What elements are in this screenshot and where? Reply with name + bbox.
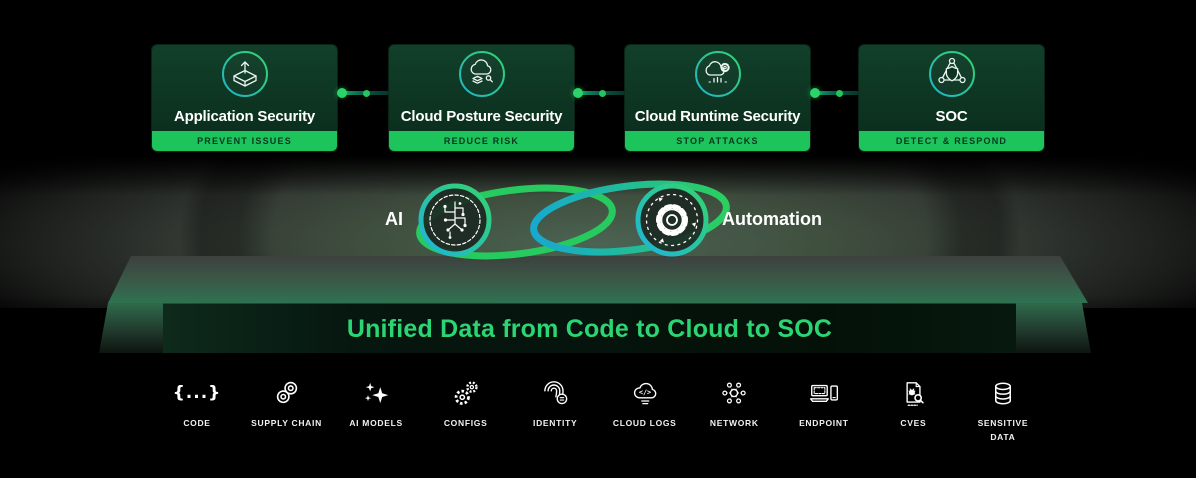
card-body: Application Security [152,45,337,131]
devices-icon [809,384,838,403]
chain-links-icon [276,381,297,404]
connector-dot [337,88,347,98]
source-label: CVES [900,418,927,428]
card-cloud-posture-security: Cloud Posture Security REDUCE RISK [389,45,574,151]
source-code: {...} CODE [155,374,239,444]
source-configs: CONFIGS [424,374,508,444]
infinity-loop [416,180,730,260]
data-sources-row: {...} CODE SUPPLY CHAIN [155,374,1045,444]
code-glyph: {...} [172,383,222,403]
network-nodes-icon [722,382,747,404]
connector-dot [810,88,820,98]
source-ai-models: AI MODELS [334,374,418,444]
card-application-security: Application Security PREVENT ISSUES [152,45,337,151]
card-title: Cloud Posture Security [400,108,563,125]
database-icon [994,382,1011,405]
card-soc: SOC DETECT & RESPOND [859,45,1044,151]
unified-data-banner: Unified Data from Code to Cloud to SOC [163,303,1016,353]
cloud-layers-icon [458,51,505,97]
source-identity: IDENTITY [513,374,597,444]
source-sensitive-data: SENSITIVE DATA [961,374,1045,444]
source-label: IDENTITY [533,418,578,428]
card-title: Application Security [173,108,316,125]
card-body: Cloud Posture Security [389,45,574,131]
source-label: CODE [183,418,211,428]
platform-front-face: Unified Data from Code to Cloud to SOC [99,303,1091,353]
connector-dot [836,89,843,97]
source-label: SUPPLY CHAIN [251,418,322,428]
cloud-code-icon: </> [633,382,657,405]
automation-gear-icon [635,183,709,257]
connector-dot [599,89,606,97]
package-arrow-icon [221,51,268,97]
source-label: CONFIGS [443,418,488,428]
source-label: NETWORK [709,418,759,428]
source-label: AI MODELS [349,418,403,428]
banner-title: Unified Data from Code to Cloud to SOC [346,314,833,343]
connector-dot [363,89,370,97]
platform-top-face [108,256,1088,303]
vulnerability-report-icon [906,382,925,406]
card-body: Cloud Runtime Security [625,45,810,131]
ai-circuit-icon [418,183,492,257]
card-badge: REDUCE RISK [389,131,574,151]
cloud-gear-icon [694,51,741,97]
card-body: SOC [859,45,1044,131]
source-label: CLOUD LOGS [612,418,677,428]
connector-dot [573,88,583,98]
automation-label: Automation [722,209,822,229]
card-connector [810,88,859,98]
source-cloud-logs: </> CLOUD LOGS [603,374,687,444]
sparkles-icon [365,382,389,404]
card-badge: STOP ATTACKS [625,131,810,151]
source-network: NETWORK [692,374,776,444]
card-title: SOC [935,108,968,125]
card-title: Cloud Runtime Security [634,108,801,125]
card-badge: PREVENT ISSUES [152,131,337,151]
gears-icon [454,381,478,405]
card-badge: DETECT & RESPOND [859,131,1044,151]
ai-label: AI [385,209,403,229]
fingerprint-icon [544,381,568,405]
source-supply-chain: SUPPLY CHAIN [245,374,329,444]
source-endpoint: ENDPOINT [782,374,866,444]
shield-network-icon [928,51,975,97]
source-cves: CVES [871,374,955,444]
source-label: ENDPOINT [799,418,849,428]
svg-text:</>: </> [639,389,651,397]
card-cloud-runtime-security: Cloud Runtime Security STOP ATTACKS [625,45,810,151]
source-label: SENSITIVE DATA [977,418,1029,442]
card-connector [573,88,625,98]
code-braces-icon: {...} [173,374,222,412]
card-connector [337,88,389,98]
